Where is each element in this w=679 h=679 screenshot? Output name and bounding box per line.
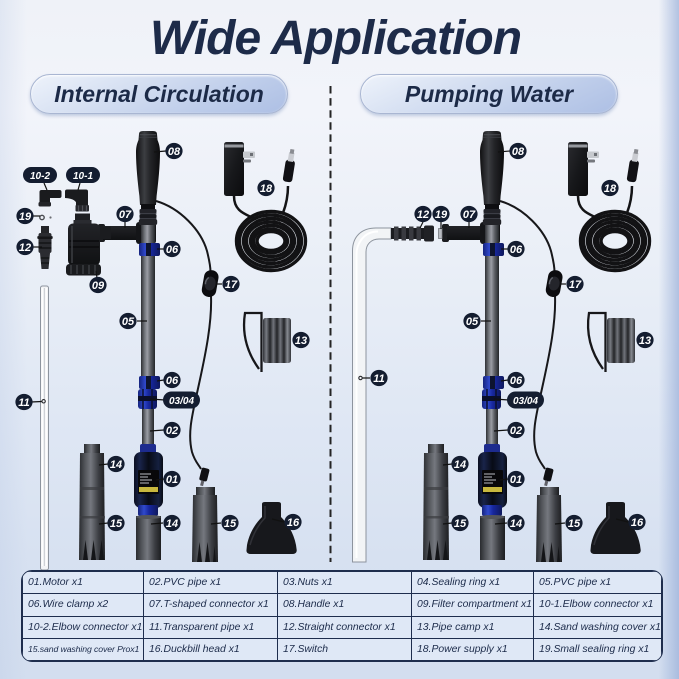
svg-text:19: 19: [435, 209, 448, 221]
svg-text:19: 19: [19, 211, 32, 223]
svg-text:09: 09: [92, 280, 105, 292]
svg-text:12: 12: [417, 209, 429, 221]
svg-text:10-1: 10-1: [73, 171, 93, 182]
svg-text:10-2: 10-2: [30, 171, 50, 182]
svg-text:11: 11: [18, 397, 29, 409]
svg-text:11: 11: [373, 373, 384, 385]
svg-text:12: 12: [19, 242, 31, 254]
